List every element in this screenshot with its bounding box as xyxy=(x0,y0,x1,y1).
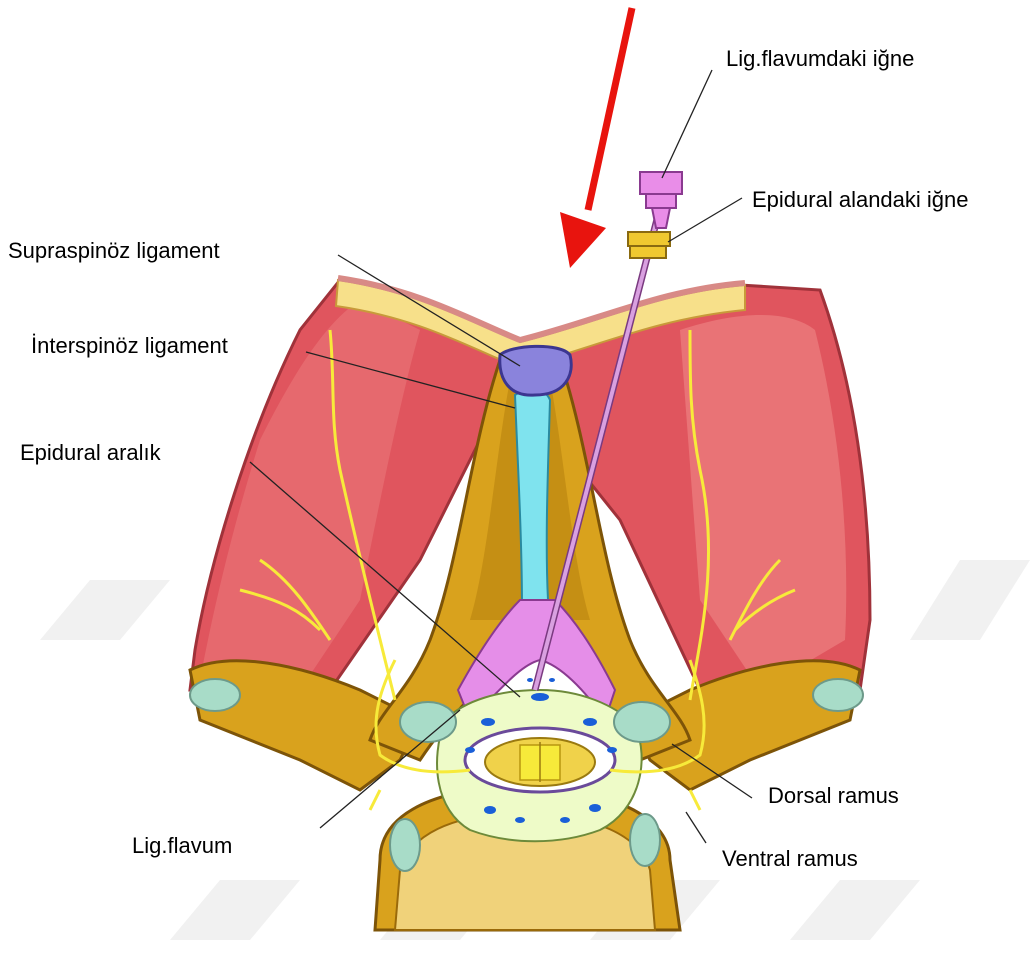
label-dorsal-ramus: Dorsal ramus xyxy=(768,783,899,809)
insertion-direction-arrow xyxy=(560,8,632,268)
facet-joint-left xyxy=(400,702,456,742)
label-interspinous-ligament: İnterspinöz ligament xyxy=(31,333,228,359)
label-lig-flavum: Lig.flavum xyxy=(132,833,232,859)
label-epidural-space: Epidural aralık xyxy=(20,440,161,466)
label-ventral-ramus: Ventral ramus xyxy=(722,846,858,872)
supraspinous-ligament xyxy=(500,346,571,395)
label-supraspinous-ligament: Supraspinöz ligament xyxy=(8,238,220,264)
needle-hub-yellow xyxy=(628,232,670,258)
label-lig-flavum-needle: Lig.flavumdaki iğne xyxy=(726,46,914,72)
facet-joint-right xyxy=(614,702,670,742)
label-epidural-space-needle: Epidural alandaki iğne xyxy=(752,187,969,213)
needle-hub-pink xyxy=(640,172,682,228)
